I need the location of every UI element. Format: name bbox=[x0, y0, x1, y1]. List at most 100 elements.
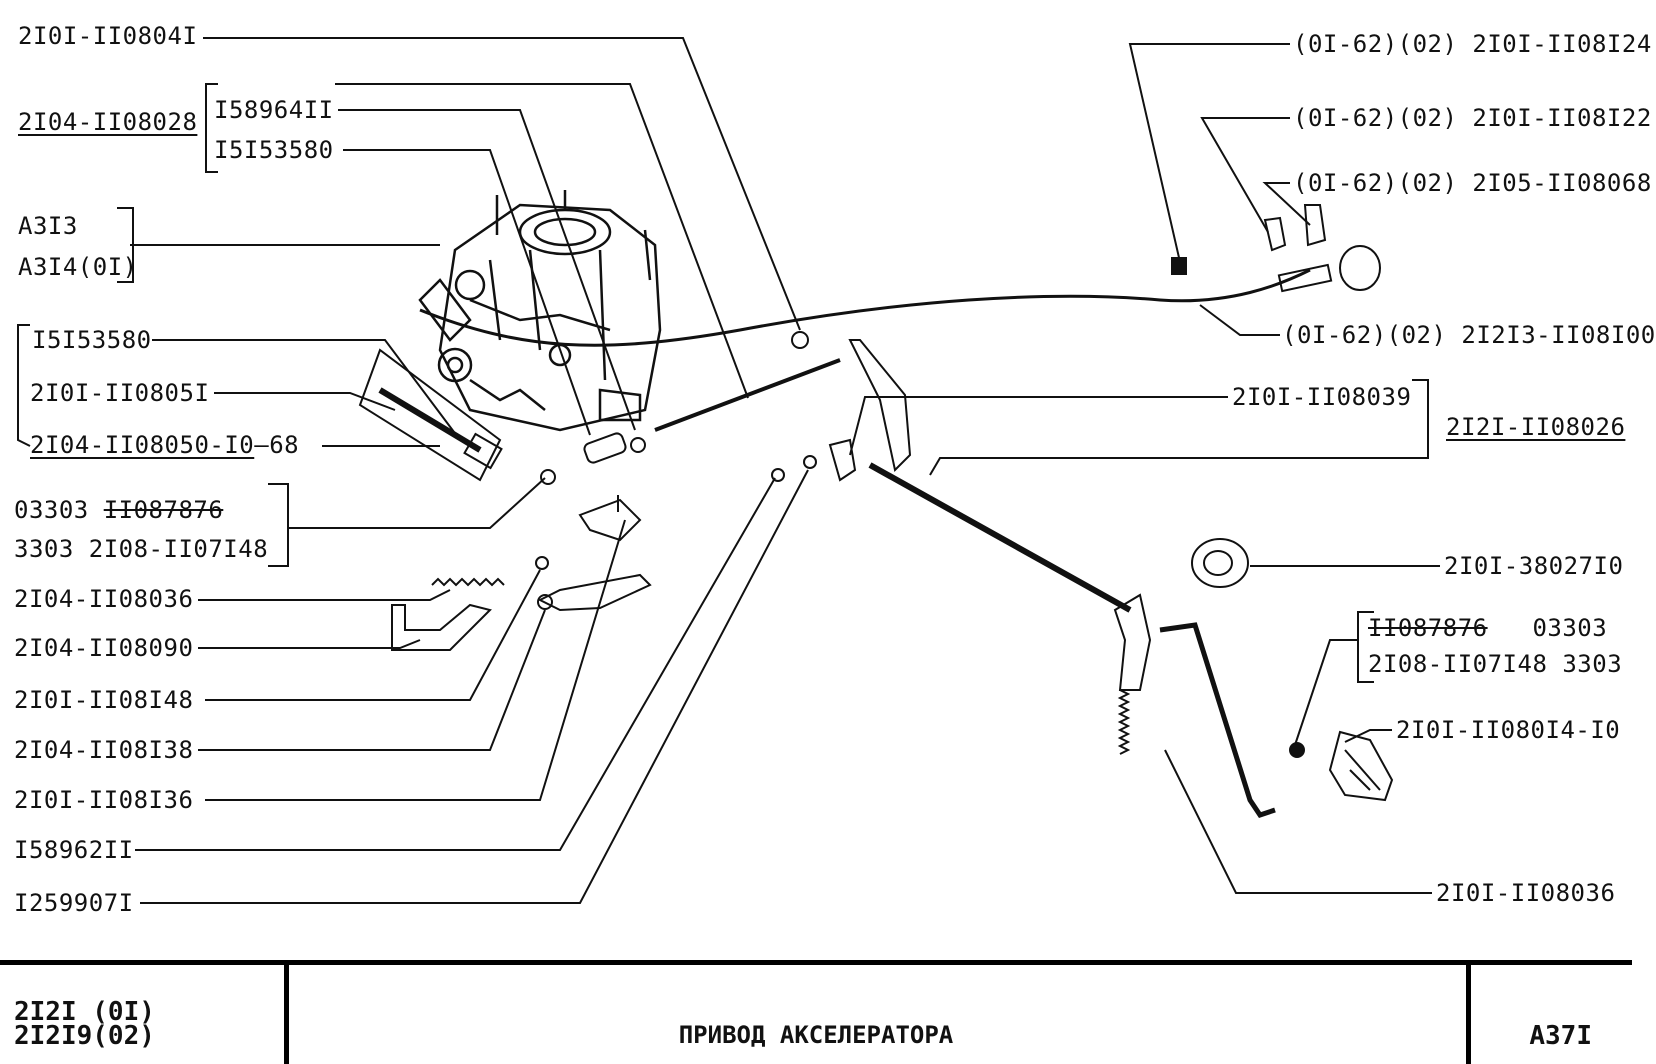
leader-2101-1108148 bbox=[205, 569, 541, 701]
leader-2101-1108041 bbox=[203, 37, 801, 331]
damper-end bbox=[463, 432, 503, 470]
title-block: 2I2I (0I) 2I2I9(02) ПРИВОД АКСЕЛЕРАТОРА … bbox=[0, 960, 1632, 1064]
label-2104-1108050-row: 2I04-II08050-I0—68 bbox=[30, 431, 299, 459]
ring-15896211 bbox=[771, 468, 785, 482]
leader-2105-1108068 bbox=[1262, 182, 1311, 226]
leader-2101-1108039 bbox=[849, 396, 1228, 456]
lever-2104-1108138 bbox=[537, 573, 652, 612]
leader-2104-1108036 bbox=[198, 589, 451, 601]
label-03303-row: 03303 II087876 bbox=[14, 496, 223, 524]
label-a313: A3I3 bbox=[18, 212, 78, 240]
label-2101-1108124: (0I-62)(02) 2I0I-II08I24 bbox=[1293, 30, 1652, 58]
model-code-line2: 2I2I9(02) bbox=[14, 1021, 155, 1051]
label-2101-1108036-right: 2I0I-II08036 bbox=[1436, 879, 1616, 907]
cable-inner bbox=[654, 358, 841, 432]
cable-clip bbox=[791, 331, 809, 349]
leader-15153580-left bbox=[152, 339, 461, 441]
bracket-1108787 bbox=[1357, 611, 1374, 683]
label-15896211: I58962II bbox=[14, 836, 134, 864]
leader-2101-1108014 bbox=[1344, 729, 1392, 743]
leader-12599071 bbox=[140, 469, 809, 904]
sheet-title: ПРИВОД АКСЕЛЕРАТОРА bbox=[678, 1021, 954, 1049]
label-15896411: I58964II bbox=[214, 96, 334, 124]
label-2101-3802710: 2I0I-38027I0 bbox=[1444, 552, 1624, 580]
leader-15896411 bbox=[338, 109, 636, 431]
label-2101-1108014-10: 2I0I-II080I4-I0 bbox=[1396, 716, 1621, 744]
label-2101-1108039: 2I0I-II08039 bbox=[1232, 383, 1412, 411]
leader-2101-1108122 bbox=[1200, 117, 1290, 233]
label-2101-1108051: 2I0I-II0805I bbox=[30, 379, 210, 407]
label-15153580-top: I5I53580 bbox=[214, 136, 334, 164]
label-12599071: I259907I bbox=[14, 889, 134, 917]
label-15153580-left: I5I53580 bbox=[32, 326, 152, 354]
model-code-line1: 2I2I (0I) bbox=[14, 997, 155, 1027]
leader-1108787 bbox=[1294, 639, 1358, 746]
leader-21213-1108100 bbox=[1199, 304, 1280, 336]
bracket-03303 bbox=[268, 483, 289, 567]
damper-rod bbox=[378, 387, 482, 453]
label-2104-1108138: 2I04-II08I38 bbox=[14, 736, 194, 764]
spring-2101-1108036 bbox=[1117, 689, 1131, 755]
bushing-15896411 bbox=[583, 432, 627, 464]
ring-15153580 bbox=[630, 437, 646, 453]
pedal-stop-knob bbox=[1339, 245, 1381, 291]
lever-2101-1108039 bbox=[848, 339, 912, 473]
washer-2101-1108148 bbox=[535, 556, 549, 570]
label-1108787-struck: II087876 bbox=[103, 496, 224, 524]
leader-2101-1108124 bbox=[1128, 43, 1290, 263]
label-1108787-struck-right: II087876 bbox=[1368, 614, 1488, 642]
spring-2104-1108036 bbox=[431, 577, 505, 587]
leader-15153580-top bbox=[343, 149, 591, 436]
label-2101-1108148: 2I0I-II08I48 bbox=[14, 686, 194, 714]
pedal-arm bbox=[1113, 593, 1152, 691]
label-2101-1108041: 2I0I-II0804I bbox=[18, 22, 198, 50]
label-03303: 03303 bbox=[14, 496, 89, 524]
lever-2101-1108136 bbox=[578, 498, 642, 542]
label-2101-1108122: (0I-62)(02) 2I0I-II08I22 bbox=[1293, 104, 1652, 132]
bracket-2104-1108090 bbox=[391, 603, 492, 651]
leader-2104-1108090 bbox=[198, 639, 421, 649]
label-2121-1108026: 2I2I-II08026 bbox=[1446, 413, 1626, 441]
label-21213-1108100: (0I-62)(02) 2I2I3-II08I00 bbox=[1282, 321, 1656, 349]
label-2104-1108090: 2I04-II08090 bbox=[14, 634, 194, 662]
plug-2101-3802710 bbox=[1191, 538, 1249, 588]
leader-2101-1108051 bbox=[214, 392, 396, 411]
bracket-a313 bbox=[117, 207, 134, 283]
ring-12599071 bbox=[803, 455, 817, 469]
leader-03303 bbox=[287, 477, 546, 529]
carburettor bbox=[418, 190, 662, 432]
leader-2121-1108026 bbox=[929, 379, 1429, 476]
label-2104-1108028: 2I04-II08028 bbox=[18, 108, 198, 136]
bracket-15153580 bbox=[17, 324, 31, 447]
label-3303-2108-1107148: 3303 2I08-II07I48 bbox=[14, 535, 269, 563]
title-divider-right bbox=[1466, 965, 1471, 1064]
clip-2101-1108122 bbox=[1263, 216, 1287, 252]
pedal-rod bbox=[1159, 622, 1276, 818]
label-1108787-row: II087876 03303 bbox=[1368, 614, 1607, 642]
label-2101-1108136: 2I0I-II08I36 bbox=[14, 786, 194, 814]
clip-2101-1108124 bbox=[1171, 257, 1187, 275]
pivot-bracket bbox=[828, 438, 857, 482]
leader-2104-1108138 bbox=[198, 609, 546, 751]
label-03303-right: 03303 bbox=[1532, 614, 1608, 642]
label-2108-1107148-3303: 2I08-II07I48 3303 bbox=[1368, 650, 1623, 678]
pad-2101-1108014 bbox=[1328, 730, 1394, 802]
clip-2105-1108068 bbox=[1303, 204, 1327, 247]
shaft-2121-1108026 bbox=[868, 462, 1132, 613]
accelerator-cable bbox=[419, 268, 1311, 347]
bracket-2104-1108028 bbox=[205, 83, 218, 173]
title-divider-left bbox=[284, 965, 289, 1064]
label-2105-1108068: (0I-62)(02) 2I05-II08068 bbox=[1293, 169, 1652, 197]
leader-15896211 bbox=[135, 477, 776, 851]
label-a314: A3I4(0I) bbox=[18, 253, 138, 281]
ring-1108787 bbox=[1289, 742, 1305, 758]
leader-2104-1108028 bbox=[335, 83, 749, 399]
label-2104-1108036: 2I04-II08036 bbox=[14, 585, 194, 613]
ring-03303 bbox=[540, 469, 556, 485]
knob-shaft bbox=[1277, 263, 1333, 293]
leader-2101-1108136 bbox=[205, 519, 626, 801]
bracket-plate-left bbox=[358, 348, 502, 482]
label-2104-1108050-suffix: —68 bbox=[254, 431, 300, 459]
leader-2101-1108036-right bbox=[1164, 749, 1432, 894]
